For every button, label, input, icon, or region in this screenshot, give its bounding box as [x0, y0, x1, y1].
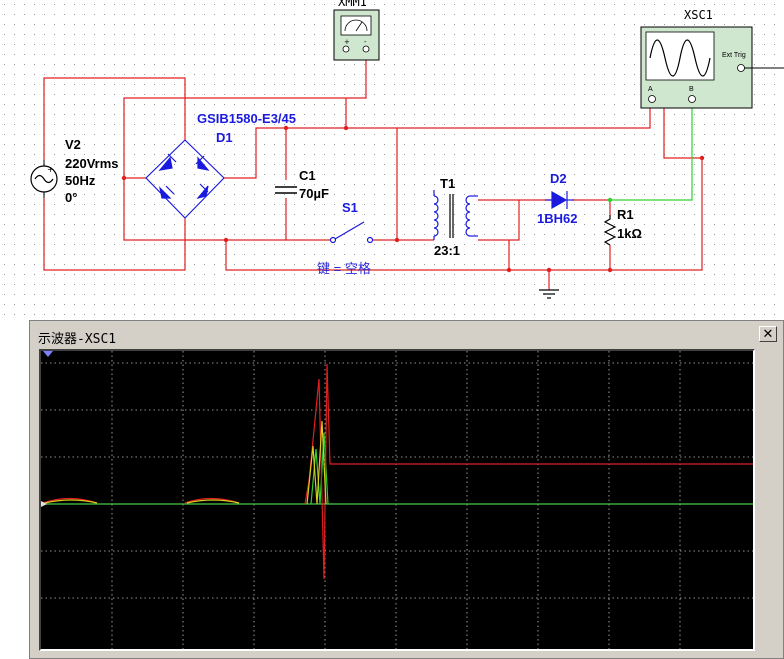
oscilloscope-screen[interactable] — [39, 349, 755, 651]
red-wires — [43, 60, 703, 290]
channel-a-label: A — [648, 86, 653, 93]
switch-name: S1 — [342, 200, 358, 215]
bridge-rectifier-icon[interactable] — [145, 139, 225, 219]
transformer-name: T1 — [440, 176, 456, 191]
channel-b-label: B — [689, 86, 694, 93]
oscilloscope-instrument-icon[interactable] — [640, 26, 784, 109]
capacitor-icon[interactable] — [275, 186, 297, 194]
screen-grid — [41, 351, 753, 649]
switch-key-hint: 键 = 空格 — [317, 261, 371, 276]
diode-name: D2 — [550, 171, 567, 186]
green-wire — [610, 108, 693, 201]
source-phase: 0° — [65, 190, 78, 205]
schematic-canvas[interactable]: + — [0, 0, 784, 318]
oscilloscope-window[interactable]: 示波器-XSC1 ✕ — [29, 320, 784, 659]
ext-trig-label: Ext Trig — [722, 52, 746, 59]
bridge-part-label: GSIB1580-E3/45 — [197, 111, 297, 126]
capacitor-value: 70µF — [299, 186, 329, 201]
trigger-marker[interactable] — [43, 351, 53, 357]
ac-source-icon[interactable]: + — [30, 160, 58, 198]
source-frequency: 50Hz — [65, 173, 96, 188]
svg-text:+: + — [47, 165, 54, 174]
scope-side-panel — [759, 349, 777, 651]
resistor-icon[interactable] — [603, 215, 617, 246]
svg-text:+: + — [344, 38, 350, 46]
oscilloscope-label: XSC1 — [684, 8, 713, 22]
switch-icon[interactable] — [329, 221, 374, 244]
bridge-name-label: D1 — [216, 130, 233, 145]
transformer-ratio: 23:1 — [434, 243, 461, 258]
screen-background — [41, 351, 753, 649]
voltmeter-label: XMM1 — [338, 0, 367, 9]
svg-text:-: - — [364, 38, 367, 46]
capacitor-name: C1 — [299, 168, 316, 183]
multimeter-icon[interactable]: + - — [333, 9, 380, 61]
trace-c — [44, 420, 327, 505]
close-button[interactable]: ✕ — [759, 326, 777, 342]
oscilloscope-titlebar[interactable]: 示波器-XSC1 ✕ — [32, 323, 781, 347]
oscilloscope-title: 示波器-XSC1 — [38, 332, 117, 347]
source-name: V2 — [65, 137, 81, 152]
channel-marker[interactable] — [41, 501, 47, 507]
ground-icon — [539, 289, 559, 299]
resistor-value: 1kΩ — [617, 226, 642, 241]
source-voltage: 220Vrms — [65, 156, 119, 171]
transformer-icon[interactable] — [433, 190, 478, 240]
junction-dots — [121, 125, 705, 273]
resistor-name: R1 — [617, 207, 634, 222]
diode-part: 1BH62 — [537, 211, 578, 226]
diode-icon[interactable] — [545, 190, 574, 210]
